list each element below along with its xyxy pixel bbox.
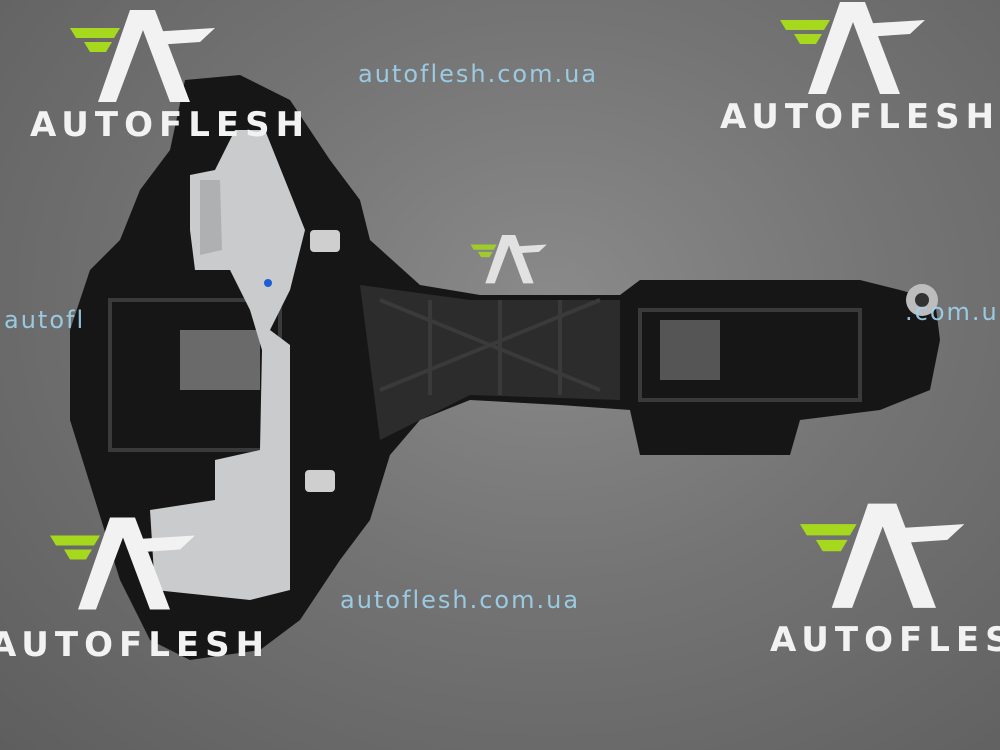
- watermark-logo-top-right: AUTOFLESH: [720, 2, 1000, 137]
- autoflesh-a-logo-icon: [50, 517, 195, 610]
- watermark-logo-bottom-left: AUTOFLESH: [0, 505, 271, 665]
- autoflesh-a-logo-icon: [780, 2, 925, 94]
- watermark-url-top: autoflesh.com.ua: [358, 60, 599, 88]
- watermark-brand: AUTOFLESH: [30, 105, 311, 145]
- watermark-brand: AUTOFLESH: [770, 620, 1000, 660]
- watermark-logo-bottom-right: AUTOFLESH: [770, 495, 1000, 660]
- watermark-logo-top-left: AUTOFLESH: [30, 10, 311, 145]
- watermark-brand: AUTOFLESH: [720, 97, 1000, 137]
- autoflesh-a-logo-icon: [470, 235, 547, 284]
- pins: [305, 230, 340, 492]
- autoflesh-a-logo-icon: [800, 503, 965, 608]
- watermark-url-left-partial: autofl: [4, 306, 86, 334]
- autoflesh-a-logo-icon: [70, 10, 215, 102]
- watermark-url-bottom: autoflesh.com.ua: [340, 586, 581, 614]
- watermark-logo-center: [430, 235, 590, 285]
- watermark-brand: AUTOFLESH: [0, 625, 271, 665]
- watermark-url-right-partial: .com.ua: [905, 298, 1000, 326]
- metal-bracket: [150, 130, 305, 600]
